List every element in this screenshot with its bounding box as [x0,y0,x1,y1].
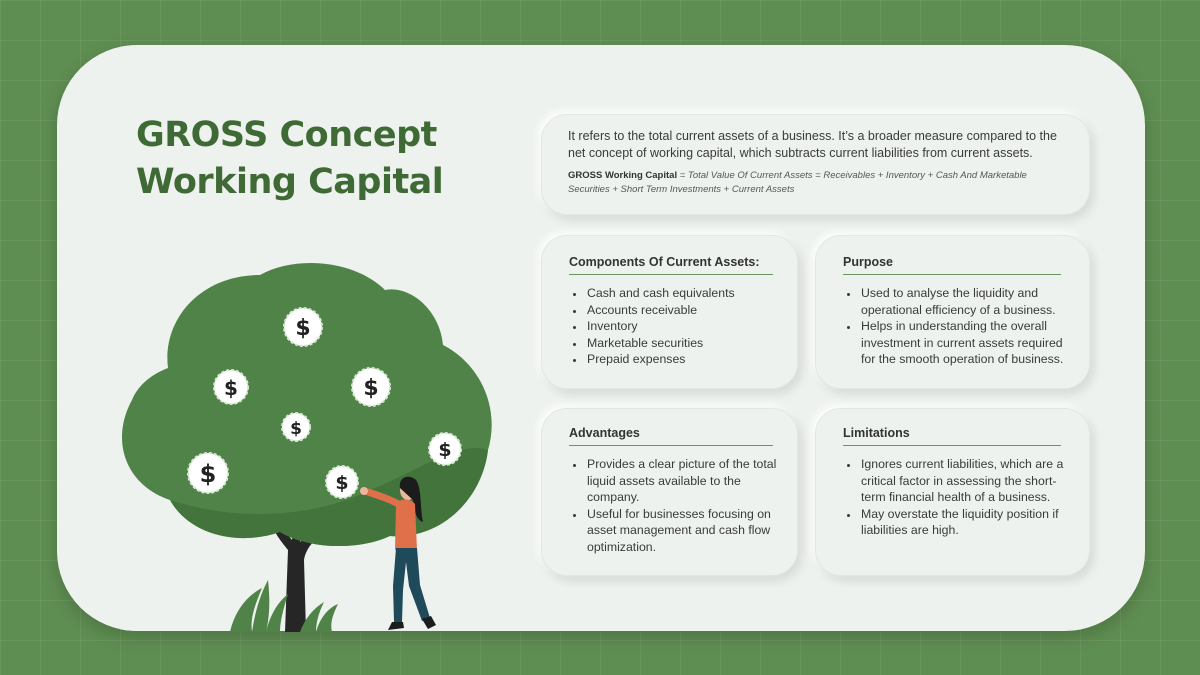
list-item: Accounts receivable [585,302,777,319]
limitations-heading: Limitations [843,426,1061,446]
limitations-box: Limitations Ignores current liabilities,… [815,408,1090,576]
dollar-coin-icon: $ [281,412,311,442]
components-list: Cash and cash equivalents Accounts recei… [569,285,777,368]
svg-text:$: $ [290,419,302,439]
list-item: Cash and cash equivalents [585,285,777,302]
list-item: Used to analyse the liquidity and operat… [859,285,1071,318]
advantages-list: Provides a clear picture of the total li… [569,456,777,555]
purpose-box: Purpose Used to analyse the liquidity an… [815,235,1090,389]
dollar-coin-icon: $ [187,452,229,494]
title-line-1: GROSS Concept [136,115,437,155]
woman-figure [360,476,436,630]
components-box: Components Of Current Assets: Cash and c… [541,235,798,389]
grass-left [230,580,288,632]
purpose-list: Used to analyse the liquidity and operat… [843,285,1071,368]
dollar-coins: $ $ $ $ $ $ $ [187,307,462,499]
list-item: Ignores current liabilities, which are a… [859,456,1071,506]
svg-text:$: $ [335,472,348,494]
definition-box: It refers to the total current assets of… [541,114,1090,215]
dollar-coin-icon: $ [325,465,359,499]
money-tree-illustration: $ $ $ $ $ $ $ [121,263,492,632]
formula-text: GROSS Working Capital = Total Value Of C… [568,169,1069,197]
page-title: GROSS Concept Working Capital [136,112,516,206]
svg-text:$: $ [224,376,238,400]
dollar-coin-icon: $ [351,367,391,407]
advantages-heading: Advantages [569,426,773,446]
formula-expression: = Total Value Of Current Assets = Receiv… [568,170,1027,195]
list-item: May overstate the liquidity position if … [859,506,1071,539]
list-item: Prepaid expenses [585,351,777,368]
svg-text:$: $ [363,376,378,401]
dollar-coin-icon: $ [283,307,323,347]
formula-label: GROSS Working Capital [568,170,678,181]
components-heading: Components Of Current Assets: [569,255,773,275]
svg-text:$: $ [295,316,310,341]
dollar-coin-icon: $ [428,432,462,466]
title-line-2: Working Capital [136,162,444,202]
advantages-box: Advantages Provides a clear picture of t… [541,408,798,576]
list-item: Useful for businesses focusing on asset … [585,506,777,556]
limitations-list: Ignores current liabilities, which are a… [843,456,1071,539]
list-item: Inventory [585,318,777,335]
grass-right [300,602,338,632]
purpose-heading: Purpose [843,255,1061,275]
dollar-coin-icon: $ [213,369,249,405]
list-item: Helps in understanding the overall inves… [859,318,1071,368]
definition-text: It refers to the total current assets of… [568,129,1057,160]
svg-text:$: $ [438,439,451,461]
svg-text:$: $ [200,460,217,488]
list-item: Marketable securities [585,335,777,352]
list-item: Provides a clear picture of the total li… [585,456,777,506]
tree-trunk [270,516,324,632]
